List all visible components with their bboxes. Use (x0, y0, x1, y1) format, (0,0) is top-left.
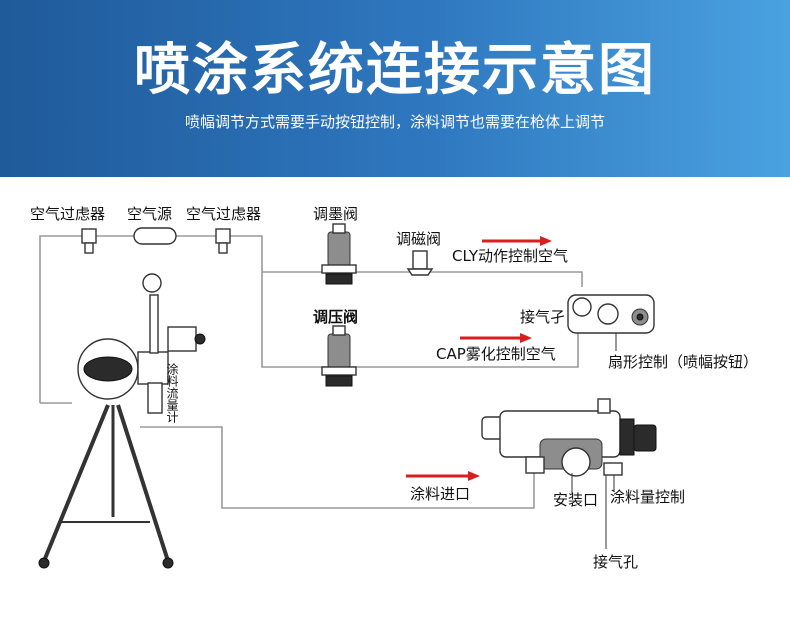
label-cly-control: CLY动作控制空气 (452, 247, 568, 265)
page-subtitle: 喷幅调节方式需要手动按钮控制，涂料调节也需要在枪体上调节 (184, 113, 605, 131)
air-filter-left (81, 228, 97, 254)
page-title: 喷涂系统连接示意图 (134, 37, 656, 103)
label-air-source: 空气源 (127, 205, 172, 223)
leader-lines (571, 333, 617, 549)
label-paint-inlet: 涂料进口 (410, 485, 470, 503)
label-flow-meter: 涂料流量计 (165, 362, 179, 423)
label-mount-port: 安装口 (553, 491, 598, 509)
air-filter-right (215, 228, 231, 254)
pipe-network (39, 235, 583, 509)
label-fan-control: 扇形控制（喷幅按钮） (608, 353, 758, 371)
spray-gun (481, 398, 657, 477)
label-air-inlet: 接气孑 (520, 308, 565, 326)
label-ink-valve: 调墨阀 (313, 205, 358, 223)
magnetic-valve (406, 250, 434, 276)
header-banner: 喷涂系统连接示意图 喷幅调节方式需要手动按钮控制，涂料调节也需要在枪体上调节 (0, 0, 790, 177)
air-connector-head (567, 294, 655, 334)
flow-arrows (406, 236, 552, 481)
ink-valve (321, 223, 357, 285)
pressure-valve (321, 325, 357, 387)
label-paint-volume: 涂料量控制 (610, 488, 685, 506)
connection-diagram: 空气过虑器 空气源 空气过虑器 调墨阀 调磁阀 CLY动作控制空气 接气孑 调压… (30, 205, 758, 571)
label-air-hole: 接气孔 (593, 553, 638, 571)
label-cap-control: CAP雾化控制空气 (436, 345, 556, 363)
label-air-filter-left: 空气过虑器 (30, 205, 105, 223)
pump-station (38, 273, 206, 569)
label-magnetic-valve: 调磁阀 (396, 230, 441, 248)
label-pressure-valve: 调压阀 (313, 308, 358, 326)
air-source (133, 227, 177, 245)
label-air-filter-right: 空气过虑器 (186, 205, 261, 223)
